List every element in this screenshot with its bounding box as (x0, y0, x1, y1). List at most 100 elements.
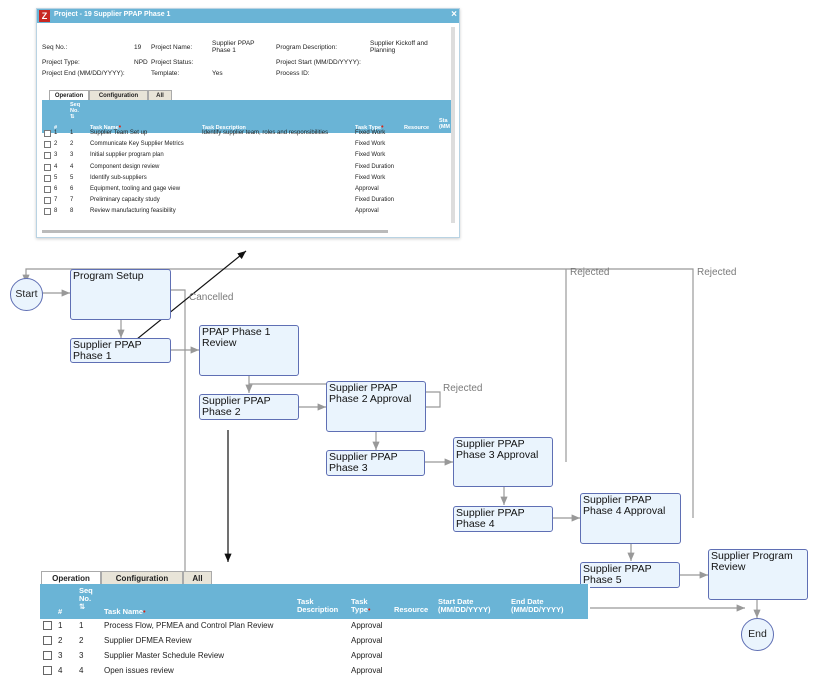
panel-row-num: 3 (58, 651, 63, 660)
row-task-name[interactable]: Supplier Team Set up (90, 130, 148, 136)
row-checkbox[interactable] (44, 152, 51, 160)
panel-col-task-description[interactable]: Task Description (297, 597, 339, 614)
task-row[interactable]: 5 5 Identify sub-suppliers Fixed Work (42, 173, 451, 184)
node-supplier-ppap-phase-5[interactable]: Supplier PPAP Phase 5 (580, 562, 680, 588)
panel-tab-all[interactable]: All (183, 571, 212, 585)
end-node[interactable]: End (741, 618, 774, 651)
row-checkbox[interactable] (44, 163, 51, 171)
panel-row-checkbox[interactable] (43, 621, 52, 630)
tab-operation[interactable]: Operation (49, 90, 89, 101)
row-checkbox[interactable] (44, 186, 51, 193)
row-checkbox[interactable] (44, 130, 51, 137)
row-num: 1 (54, 130, 58, 136)
node-supplier-ppap-phase-2-approval[interactable]: Supplier PPAP Phase 2 Approval (326, 381, 426, 432)
panel-col-seq-no[interactable]: Seq No. ⇅ (79, 586, 93, 611)
panel-row-task-type: Approval (351, 666, 383, 675)
row-seq: 2 (70, 141, 74, 148)
panel-col-task-name[interactable]: Task Name• (104, 607, 146, 617)
col-task-description[interactable]: Task Description (202, 125, 246, 131)
row-num: 3 (54, 152, 58, 159)
row-num: 8 (54, 208, 58, 215)
col-task-name[interactable]: Task Name• (90, 124, 122, 131)
row-task-name[interactable]: Initial supplier program plan (90, 152, 164, 159)
row-task-type: Fixed Duration (355, 197, 395, 204)
row-num: 5 (54, 174, 58, 181)
node-supplier-program-review[interactable]: Supplier Program Review (708, 549, 808, 600)
panel-col-task-type[interactable]: Task Type• (351, 597, 371, 615)
horizontal-scrollbar[interactable] (42, 230, 388, 233)
row-checkbox[interactable] (44, 174, 51, 182)
row-seq: 3 (70, 152, 74, 159)
col-seq-no[interactable]: Seq No. ⇅ (70, 102, 81, 120)
panel-col-end-date[interactable]: End Date (MM/DD/YYYY) (511, 597, 564, 614)
seq-no-value: 19 (134, 44, 142, 51)
seq-no-label: Seq No.: (42, 44, 68, 51)
row-task-name[interactable]: Preliminary capacity study (90, 197, 160, 204)
node-supplier-ppap-phase-1[interactable]: Supplier PPAP Phase 1 (70, 338, 171, 363)
project-status-label: Project Status: (151, 59, 194, 66)
row-task-name[interactable]: Component design review (90, 163, 160, 170)
program-description-label: Program Description: (276, 44, 338, 51)
row-checkbox[interactable] (44, 141, 51, 149)
row-seq: 5 (70, 174, 74, 181)
task-row[interactable]: 2 2 Communicate Key Supplier Metrics Fixed … (42, 139, 451, 150)
panel-row-task-name[interactable]: Supplier Master Schedule Review (104, 651, 225, 660)
row-task-name[interactable]: Communicate Key Supplier Metrics (90, 141, 184, 148)
panel-row-checkbox[interactable] (43, 666, 52, 675)
vertical-scrollbar[interactable] (451, 27, 455, 223)
row-num: 7 (54, 197, 58, 204)
node-supplier-ppap-phase-3[interactable]: Supplier PPAP Phase 3 (326, 450, 425, 476)
close-icon[interactable]: × (451, 9, 457, 20)
node-supplier-ppap-phase-3-approval[interactable]: Supplier PPAP Phase 3 Approval (453, 437, 553, 487)
panel-tab-configuration[interactable]: Configuration (101, 571, 183, 585)
row-task-type: Fixed Work (355, 174, 386, 181)
tab-configuration[interactable]: Configuration (89, 90, 148, 101)
panel-row-checkbox[interactable] (43, 636, 52, 645)
window-titlebar: Z Project - 19 Supplier PPAP Phase 1 × (37, 9, 459, 23)
node-ppap-phase-1-review[interactable]: PPAP Phase 1 Review (199, 325, 299, 376)
row-checkbox[interactable] (44, 197, 51, 205)
row-task-name[interactable]: Review manufacturing feasibility (90, 208, 176, 215)
panel-col-num: # (58, 607, 63, 616)
edge-label-rejected-4: Rejected (697, 267, 737, 278)
node-supplier-ppap-phase-4-approval[interactable]: Supplier PPAP Phase 4 Approval (580, 493, 681, 544)
panel-table-header: # Seq No. ⇅ Task Name• Task Description … (40, 584, 588, 619)
row-task-type: Fixed Work (355, 141, 386, 148)
row-task-name[interactable]: Equipment, tooling and gage view (90, 186, 181, 192)
panel-row-task-name[interactable]: Supplier DFMEA Review (104, 636, 192, 645)
panel-row-task-name[interactable]: Process Flow, PFMEA and Control Plan Rev… (104, 621, 274, 630)
row-task-type: Fixed Duration (355, 163, 395, 170)
panel-col-start-date[interactable]: Start Date (MM/DD/YYYY) (438, 597, 491, 614)
project-type-label: Project Type: (42, 59, 80, 66)
col-start-date[interactable]: Sta (MM (439, 118, 450, 130)
row-task-name[interactable]: Identify sub-suppliers (90, 174, 147, 181)
col-task-type[interactable]: Task Type• (355, 124, 384, 131)
panel-row-seq: 4 (79, 666, 84, 675)
node-program-setup[interactable]: Program Setup (70, 269, 171, 320)
row-checkbox[interactable] (44, 208, 51, 216)
row-task-type: Fixed Work (355, 130, 386, 136)
row-num: 2 (54, 141, 58, 148)
panel-row-checkbox[interactable] (43, 651, 52, 660)
row-seq: 1 (70, 130, 74, 136)
node-supplier-ppap-phase-2[interactable]: Supplier PPAP Phase 2 (199, 394, 299, 420)
start-node[interactable]: Start (10, 278, 43, 311)
panel-col-resource[interactable]: Resource (394, 605, 429, 614)
tab-all[interactable]: All (148, 90, 172, 101)
col-resource[interactable]: Resource (404, 125, 430, 131)
panel-row-task-name[interactable]: Open issues review (104, 666, 174, 675)
panel-tab-operation[interactable]: Operation (41, 571, 101, 585)
node-supplier-ppap-phase-4[interactable]: Supplier PPAP Phase 4 (453, 506, 553, 532)
row-task-type: Approval (355, 186, 379, 192)
